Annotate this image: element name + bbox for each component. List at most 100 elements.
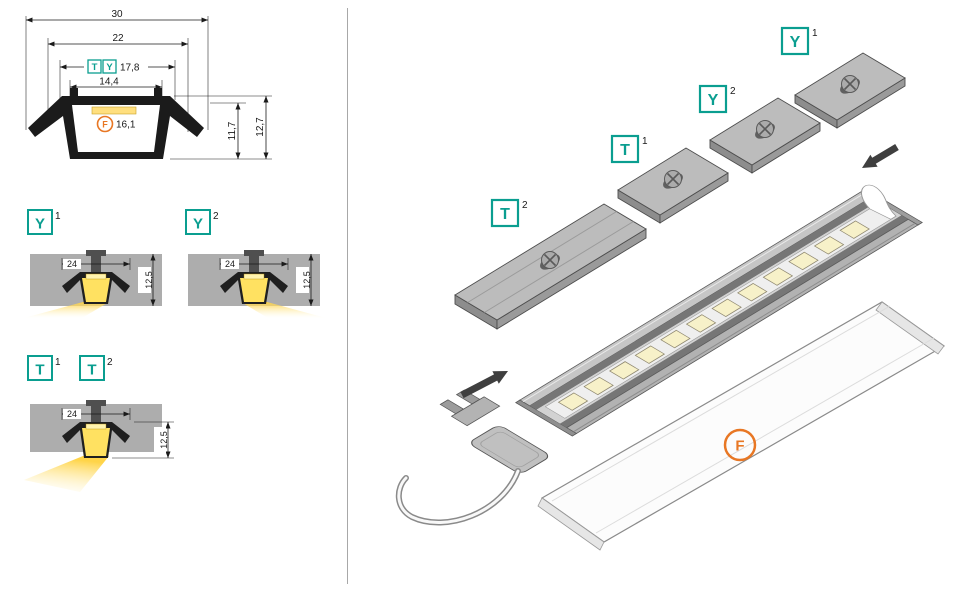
f-cover-badge [723,428,757,462]
screw-y2 [756,120,774,138]
screw-t1 [664,170,682,188]
exploded-assembly-view: F Y 1 Y 2 T 1 T 2 [395,26,946,551]
insert-arrow-right [862,144,899,168]
label-y2-letter: Y [708,92,719,109]
dim-led-width: F 16,1 [96,115,136,133]
y-badge [102,59,117,74]
led-pad [91,106,137,115]
dim-161-value: 16,1 [116,120,136,131]
part-label-y2: Y 2 [698,84,736,114]
dim-width-24: 24 [61,408,131,420]
dim-height-117: 11,7 [227,103,241,159]
led [788,251,819,271]
dim-24-value: 24 [67,259,77,269]
dim-144-value: 14,4 [99,77,119,88]
t1-badge [27,355,53,381]
y1-badge-sup: 1 [55,211,61,222]
t-badge [87,59,102,74]
diffuser-cover: F [537,301,946,551]
led-strip [85,423,107,430]
profile-cross-section [28,88,204,159]
main-profile [515,184,923,437]
dim-117-value: 11,7 [227,121,238,140]
dim-125-value: 12,5 [159,431,169,449]
led [762,267,794,286]
part-label-t2: T 2 [490,198,528,228]
screw-y1 [841,75,859,93]
f-cover-letter: F [735,438,744,455]
t1-badge-letter: T [35,362,44,379]
led [660,329,691,349]
dim-24-value: 24 [67,409,77,419]
f-badge-letter: F [102,120,108,130]
dim-height-125: 12,5 [296,254,314,306]
led [711,298,742,317]
mounting-plate-t1 [617,147,729,224]
power-cable [395,468,521,526]
strip-peel [861,184,897,220]
y2-badge-sup: 2 [213,211,219,222]
led [813,236,845,255]
y-badge-letter: Y [106,62,113,73]
channel-glow [240,278,268,302]
label-t1-letter: T [620,142,630,159]
channel-glow [82,278,110,302]
end-cap [471,426,549,473]
label-t1-sup: 1 [642,136,648,147]
y1-badge [27,209,53,235]
dim-125-value: 12,5 [302,271,312,289]
dim-178-value: 17,8 [120,63,140,74]
light-beam [24,302,109,318]
led [557,392,589,411]
led-strip [544,206,894,419]
dim-width-178: T Y 17,8 [60,59,175,74]
label-y1-sup: 1 [812,28,818,39]
label-t2-sup: 2 [522,200,528,211]
led-strip [243,273,265,280]
f-badge [96,115,114,133]
led-strip [85,273,107,280]
dim-width-24: 24 [219,258,289,270]
light-beam [24,456,109,492]
part-label-t1: T 1 [610,134,648,164]
y1-badge-letter: Y [35,216,45,233]
profile-tab-right [154,88,162,99]
dim-height-125: 12,5 [112,421,174,459]
screw-t2 [541,251,559,269]
y2-badge-letter: Y [193,216,203,233]
cross-section-drawing: 30 22 T Y 17,8 14,4 [25,9,272,160]
insert-arrow-left [460,371,508,399]
variant-y1-diagram: Y 1 24 12,5 [24,209,162,318]
dim-width-22: 22 [48,33,188,47]
led [737,283,768,302]
y2-badge [185,209,211,235]
t2-badge-sup: 2 [107,357,113,368]
part-label-y1: Y 1 [780,26,818,56]
dim-24-value: 24 [225,259,235,269]
label-y1-letter: Y [790,34,801,51]
mounting-plate-y2 [709,97,821,174]
t-badge-letter: T [92,62,98,73]
variant-y2-diagram: Y 2 24 12,5 [185,209,326,318]
channel-glow [82,428,110,456]
mounting-plate-y1 [794,52,906,129]
led [685,314,717,333]
dim-height-125: 12,5 [138,254,156,306]
light-beam [241,302,326,318]
led [839,220,870,239]
led [634,345,666,364]
profile-channel [72,105,160,152]
mounting-plate-t2 [454,203,647,330]
t1-badge-sup: 1 [55,357,61,368]
led [583,376,614,396]
t2-badge [79,355,105,381]
dim-127-value: 12,7 [255,117,266,137]
profile-rail-right [566,218,919,434]
t2-badge-letter: T [87,362,96,379]
dim-125-value: 12,5 [144,271,154,289]
dim-22-value: 22 [112,33,124,44]
label-t2-letter: T [500,206,510,223]
led [608,361,640,380]
dim-width-24: 24 [61,258,131,270]
